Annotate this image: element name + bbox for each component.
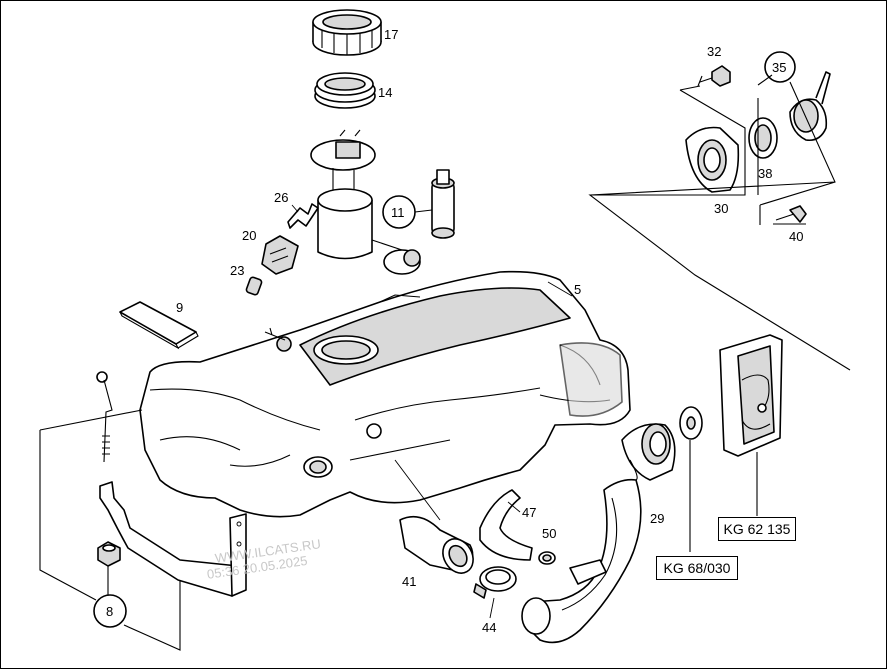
part-40-pin[interactable] xyxy=(775,205,807,223)
callout-5: 5 xyxy=(574,282,581,297)
callout-11: 11 xyxy=(391,205,405,220)
callout-35: 35 xyxy=(772,60,786,75)
callout-26: 26 xyxy=(274,190,288,205)
tank-bolt[interactable] xyxy=(96,371,113,463)
callout-50: 50 xyxy=(542,526,556,541)
part-17-lock-ring[interactable] xyxy=(312,9,382,56)
callout-circle-8 xyxy=(93,594,127,628)
part-26-clip[interactable] xyxy=(287,203,319,229)
part-20-connector[interactable] xyxy=(261,235,299,275)
part-23-plug[interactable] xyxy=(245,276,263,296)
part-47-vent-hose[interactable] xyxy=(479,489,533,561)
part-35-filler-cap[interactable] xyxy=(789,71,831,142)
fuel-tank-cover-plate[interactable] xyxy=(719,334,783,457)
callout-32: 32 xyxy=(707,44,721,59)
callout-44: 44 xyxy=(482,620,496,635)
callout-9: 9 xyxy=(176,300,183,315)
part-5-fuel-tank[interactable] xyxy=(139,270,631,518)
part-29-filler-pipe[interactable] xyxy=(521,423,676,644)
callout-38: 38 xyxy=(758,166,772,181)
callout-14: 14 xyxy=(378,85,392,100)
callout-41: 41 xyxy=(402,574,416,589)
tank-nut[interactable] xyxy=(97,541,121,567)
part-41-filler-hose[interactable] xyxy=(399,515,479,579)
part-9-pad[interactable] xyxy=(119,301,199,350)
ref-box-kg-62-135[interactable]: KG 62 135 xyxy=(718,517,796,541)
callout-circle-11 xyxy=(382,195,416,229)
fuel-pump-module[interactable] xyxy=(310,129,421,275)
part-14-seal[interactable] xyxy=(314,72,376,109)
callout-23: 23 xyxy=(230,263,244,278)
callout-circle-35 xyxy=(764,51,796,83)
callout-8: 8 xyxy=(106,604,113,619)
part-30-filler-flange[interactable] xyxy=(685,126,740,193)
part-11-fuel-pump[interactable] xyxy=(431,169,455,239)
callout-20: 20 xyxy=(242,228,256,243)
callout-40: 40 xyxy=(789,229,803,244)
part-50-clamp[interactable] xyxy=(538,551,556,565)
ref-box-kg-68-030[interactable]: KG 68/030 xyxy=(656,556,738,580)
part-38-seal[interactable] xyxy=(748,117,778,159)
callout-29: 29 xyxy=(650,511,664,526)
callout-47: 47 xyxy=(522,505,536,520)
part-44-clamp[interactable] xyxy=(473,566,517,599)
filler-washer[interactable] xyxy=(679,406,703,440)
callout-17: 17 xyxy=(384,27,398,42)
tank-strap[interactable] xyxy=(99,481,247,597)
callout-30: 30 xyxy=(714,201,728,216)
part-32-bolt[interactable] xyxy=(697,65,731,87)
